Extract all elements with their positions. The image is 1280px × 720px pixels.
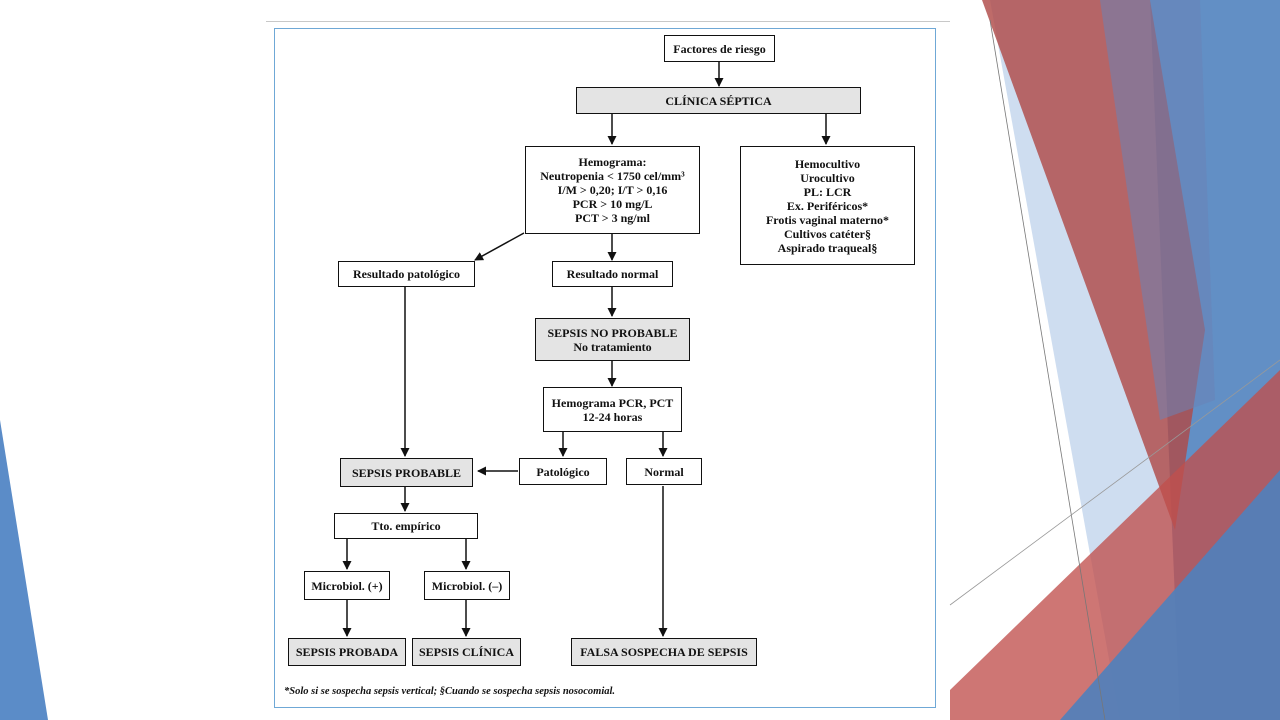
microbiol-pos-node: Microbiol. (+) <box>304 571 390 600</box>
sepsis-probable-node: SEPSIS PROBABLE <box>340 458 473 487</box>
tto-empirico-node: Tto. empírico <box>334 513 478 539</box>
cultivo-6: Cultivos catéter§ <box>784 226 871 241</box>
resultado-normal-node: Resultado normal <box>552 261 673 287</box>
hemograma-repeat-line2: 12-24 horas <box>582 409 643 424</box>
cultivo-1: Hemocultivo <box>794 156 861 171</box>
hemograma-repeat-line1: Hemograma PCR, PCT <box>551 395 674 410</box>
hemograma-node: Hemograma: Neutropenia < 1750 cel/mm³ I/… <box>525 146 700 234</box>
footnote: *Solo si se sospecha sepsis vertical; §C… <box>284 686 616 697</box>
hemograma-line-2: I/M > 0,20; I/T > 0,16 <box>557 183 668 197</box>
hemograma-repeat-node: Hemograma PCR, PCT 12-24 horas <box>543 387 682 432</box>
thin-line-1 <box>989 19 1106 720</box>
resultado-patologico-node: Resultado patológico <box>338 261 475 287</box>
hemograma-title: Hemograma: <box>578 155 647 169</box>
bottom-blue-band <box>1060 470 1280 720</box>
thin-line-2 <box>949 359 1280 606</box>
left-blue-sliver <box>0 420 48 720</box>
sepsis-no-probable-sub: No tratamiento <box>573 339 652 354</box>
cultivo-3: PL: LCR <box>803 184 852 199</box>
sepsis-no-probable-title: SEPSIS NO PROBABLE <box>547 325 678 340</box>
hemograma-line-4: PCT > 3 ng/ml <box>575 211 650 225</box>
sepsis-probada-node: SEPSIS PROBADA <box>288 638 406 666</box>
right-mid-blue-band <box>1100 0 1215 420</box>
arrow-hemograma-patologico <box>474 232 525 261</box>
cultivo-2: Urocultivo <box>800 170 855 185</box>
sepsis-no-probable-node: SEPSIS NO PROBABLE No tratamiento <box>535 318 690 361</box>
hemograma-line-3: PCR > 10 mg/L <box>572 197 653 211</box>
falsa-sospecha-node: FALSA SOSPECHA DE SEPSIS <box>571 638 757 666</box>
clinica-septica-node: CLÍNICA SÉPTICA <box>576 87 861 114</box>
patologico-node: Patológico <box>519 458 607 485</box>
top-divider <box>266 21 950 22</box>
cultivo-7: Aspirado traqueal§ <box>777 240 878 255</box>
cultivo-4: Ex. Periféricos* <box>786 198 869 213</box>
cultivos-node: Hemocultivo Urocultivo PL: LCR Ex. Perif… <box>740 146 915 265</box>
cultivo-5: Frotis vaginal materno* <box>765 212 890 227</box>
factores-riesgo-node: Factores de riesgo <box>664 35 775 62</box>
hemograma-line-1: Neutropenia < 1750 cel/mm³ <box>540 169 685 183</box>
microbiol-neg-node: Microbiol. (–) <box>424 571 510 600</box>
normal-node: Normal <box>626 458 702 485</box>
sepsis-clinica-node: SEPSIS CLÍNICA <box>412 638 521 666</box>
